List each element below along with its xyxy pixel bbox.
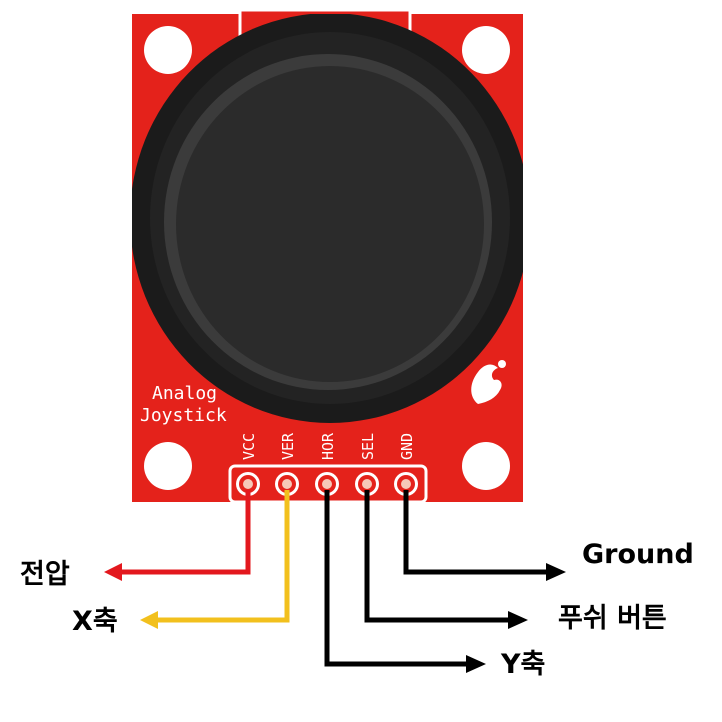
label-x-axis: X축 <box>72 606 118 637</box>
pin-label-ver: VER <box>279 432 297 460</box>
arrow-head-icon <box>104 563 122 581</box>
wire-sel <box>364 490 528 629</box>
wire-vcc <box>104 490 251 581</box>
mount-hole-top-left <box>144 26 192 74</box>
pin-pad-vcc <box>236 472 260 496</box>
joystick-cap <box>176 66 484 382</box>
arrow-head-icon <box>546 563 566 581</box>
board-text-analog: Analog <box>152 383 217 404</box>
label-y-axis: Y축 <box>500 649 545 680</box>
pin-pad-hor <box>315 472 339 496</box>
pin-label-gnd: GND <box>398 433 416 460</box>
pin-label-hor: HOR <box>319 432 337 460</box>
board-text-joystick: Joystick <box>140 405 227 426</box>
pin-pad-ver <box>275 472 299 496</box>
arrow-head-icon <box>140 611 158 629</box>
wire-gnd <box>403 490 566 581</box>
label-voltage: 전압 <box>20 559 70 590</box>
pin-label-vcc: VCC <box>240 433 258 460</box>
mount-hole-top-right <box>462 26 510 74</box>
pin-label-sel: SEL <box>359 433 377 460</box>
pin-pad-gnd <box>394 472 418 496</box>
arrow-head-icon <box>466 655 486 673</box>
mount-hole-bottom-right <box>462 442 510 490</box>
wire-ver <box>140 490 290 629</box>
mount-hole-bottom-left <box>144 442 192 490</box>
sparkfun-flame-icon <box>471 360 506 404</box>
wire-hor <box>324 490 486 673</box>
pin-pad-sel <box>355 472 379 496</box>
label-ground: Ground <box>582 539 694 570</box>
label-push-button: 푸쉬 버튼 <box>558 603 667 634</box>
arrow-head-icon <box>508 611 528 629</box>
